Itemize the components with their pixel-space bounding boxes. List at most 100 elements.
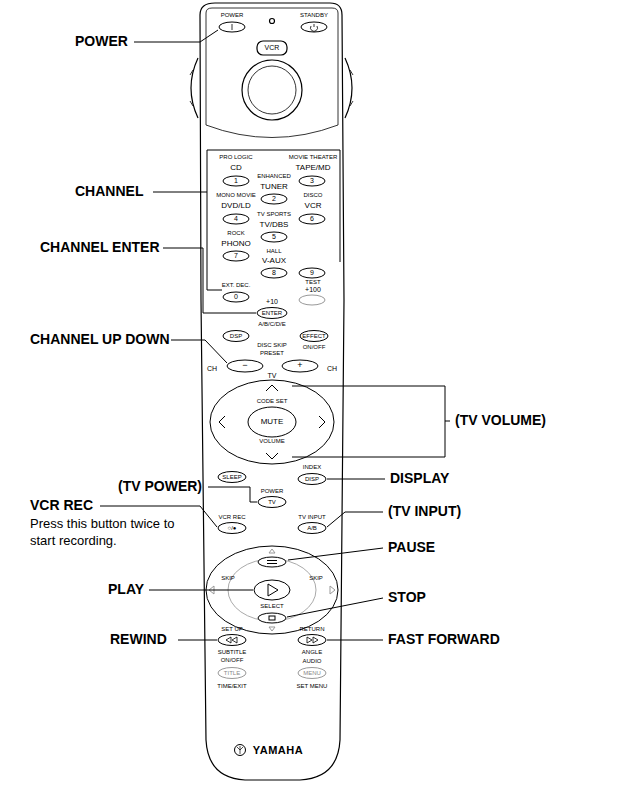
side-grip-right xyxy=(345,58,352,118)
grip-mark xyxy=(190,70,353,106)
button-label: ANGLE xyxy=(302,649,322,656)
callout-label: STOP xyxy=(388,590,426,605)
button-label: SKIP xyxy=(221,575,235,582)
callout-label: REWIND xyxy=(110,632,167,647)
button-label: ENHANCED xyxy=(257,173,291,180)
ff-symbol xyxy=(307,637,318,643)
arrow-right xyxy=(319,416,325,428)
button-label: DISP xyxy=(305,476,319,483)
button-label: VCR xyxy=(305,202,322,211)
stop-symbol xyxy=(269,616,275,620)
callout-label: (TV INPUT) xyxy=(388,504,461,519)
button-label: TIME/EXIT xyxy=(217,683,246,690)
button xyxy=(227,360,263,372)
button-label: STANDBY xyxy=(300,12,328,19)
button-grey xyxy=(299,295,325,305)
button xyxy=(300,331,328,342)
up-triangle xyxy=(269,549,275,553)
button-label: TV SPORTS xyxy=(257,211,291,218)
vcr-button xyxy=(257,41,287,55)
button-label: 5 xyxy=(272,233,276,241)
jog-dial xyxy=(242,60,302,120)
button xyxy=(257,308,287,319)
rewind-symbol xyxy=(226,637,237,643)
button-label: DISCO xyxy=(303,192,322,199)
button-label: DISC SKIP xyxy=(257,342,287,349)
callout-label: FAST FORWARD xyxy=(388,632,500,647)
play-button xyxy=(254,580,290,600)
callout-label: PAUSE xyxy=(388,540,435,555)
pause-symbol xyxy=(267,561,277,564)
button-label: MUTE xyxy=(261,418,284,427)
leader-line xyxy=(178,640,217,641)
button-label: SLEEP xyxy=(222,474,241,481)
button-label: CODE SET xyxy=(257,398,288,405)
button-label: ON/OFF xyxy=(221,657,244,664)
button-label: TV INPUT xyxy=(298,514,325,521)
button-label: 7 xyxy=(234,252,238,260)
arrow-down xyxy=(266,453,278,459)
button xyxy=(282,360,318,372)
button-label: PRO LOGIC xyxy=(219,154,252,161)
yamaha-logo xyxy=(235,745,246,756)
callout-label: (TV VOLUME) xyxy=(455,413,546,428)
yamaha-logo-forks xyxy=(237,746,243,754)
button xyxy=(298,474,326,485)
button-label: RETURN xyxy=(300,626,325,633)
button-label: A/B xyxy=(307,525,317,532)
button-label: TV xyxy=(268,372,277,380)
button-label: PHONO xyxy=(221,240,250,249)
rewind-button xyxy=(218,635,246,646)
leader-line xyxy=(163,248,256,313)
jog-dial-inner xyxy=(248,66,296,114)
led xyxy=(270,19,275,24)
right-triangle xyxy=(330,586,335,594)
button-label: PRESET xyxy=(260,350,284,357)
button-label: VCR REC xyxy=(218,514,245,521)
button xyxy=(261,194,287,204)
button-label: SET MENU xyxy=(297,683,328,690)
side-grip-left xyxy=(191,58,198,118)
button-grey xyxy=(298,668,326,679)
button xyxy=(218,523,246,534)
button-label: 8 xyxy=(272,269,276,277)
leader-line xyxy=(208,487,257,502)
button-label: CH xyxy=(207,365,217,373)
callout-label: CHANNEL ENTER xyxy=(40,240,160,255)
leader-line xyxy=(287,598,383,617)
button-label: − xyxy=(242,361,247,371)
callout-label: VCR REC xyxy=(30,498,93,513)
button xyxy=(261,268,287,278)
button xyxy=(223,292,249,302)
button-label: CD xyxy=(230,164,242,173)
tv-volume-bracket xyxy=(292,386,450,457)
volume-ring xyxy=(210,380,334,464)
callout-label: (TV POWER) xyxy=(118,479,202,494)
ff-button xyxy=(298,635,326,646)
arrow-left xyxy=(219,416,225,428)
remote-body-group xyxy=(190,3,353,780)
button-label: TV xyxy=(268,499,276,506)
button-label: MOVIE THEATER xyxy=(289,154,337,161)
panel-curve xyxy=(206,125,338,138)
button-label: ○/● xyxy=(228,525,237,532)
leader-line xyxy=(327,479,385,480)
button-label: VOLUME xyxy=(259,438,284,445)
brand-logo: YAMAHA xyxy=(253,744,303,756)
button-label: VCR xyxy=(265,44,280,52)
button-label: 0 xyxy=(234,293,238,301)
button-label: SKIP xyxy=(309,575,323,582)
button-label: MENU xyxy=(303,670,321,677)
remote-body xyxy=(200,3,344,780)
button xyxy=(299,214,325,224)
power-symbol xyxy=(232,24,318,31)
button-label: AUDIO xyxy=(302,658,321,665)
button xyxy=(299,268,325,278)
button-label: EXT. DEC. xyxy=(222,282,251,289)
button xyxy=(223,176,249,186)
button-label: 1 xyxy=(234,177,238,185)
button-label: TITLE xyxy=(224,670,240,677)
button-label: POWER xyxy=(221,12,244,19)
